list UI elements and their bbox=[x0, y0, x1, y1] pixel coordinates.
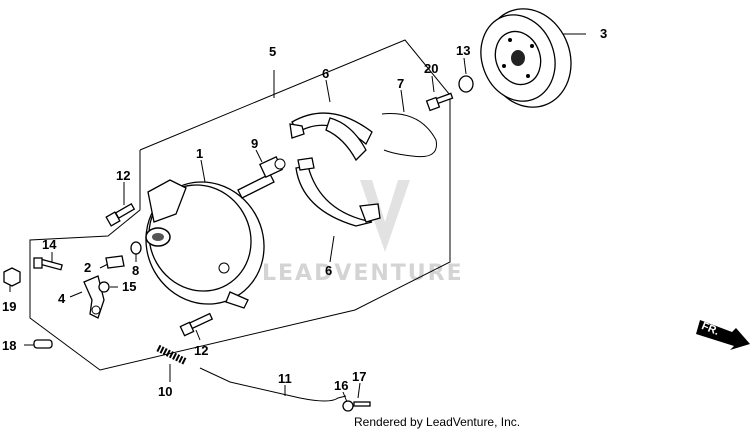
callout-6-upper: 6 bbox=[322, 66, 329, 81]
nut-19 bbox=[3, 267, 21, 287]
brake-panel bbox=[145, 179, 265, 309]
pin-18 bbox=[33, 339, 53, 349]
callout-8: 8 bbox=[132, 263, 139, 278]
bolt-lower bbox=[179, 312, 214, 337]
callout-12-lower: 12 bbox=[194, 343, 208, 358]
watermark-logo-icon bbox=[360, 180, 410, 252]
nut-15 bbox=[98, 281, 110, 293]
callout-labels: 1 2 3 4 5 6 6 7 8 9 10 11 12 12 13 14 15… bbox=[2, 26, 607, 399]
rod-joint bbox=[342, 400, 354, 412]
callout-3: 3 bbox=[600, 26, 607, 41]
brake-shoe-upper bbox=[289, 112, 373, 162]
brake-cam bbox=[237, 155, 286, 199]
wear-indicator bbox=[105, 255, 125, 269]
shoe-spring bbox=[381, 113, 437, 158]
callout-4: 4 bbox=[58, 291, 66, 306]
callout-10: 10 bbox=[158, 384, 172, 399]
brake-drum bbox=[480, 8, 572, 108]
cotter-pin bbox=[353, 401, 371, 407]
front-direction-arrow: FR. bbox=[696, 320, 750, 350]
seal bbox=[130, 241, 142, 255]
callout-1: 1 bbox=[196, 146, 203, 161]
callout-2: 2 bbox=[84, 260, 91, 275]
callout-17: 17 bbox=[352, 369, 366, 384]
callout-9: 9 bbox=[251, 136, 258, 151]
return-spring bbox=[156, 344, 188, 366]
callout-15: 15 bbox=[122, 279, 136, 294]
callout-16: 16 bbox=[334, 378, 348, 393]
callout-19: 19 bbox=[2, 299, 16, 314]
washer bbox=[458, 75, 474, 93]
callout-20: 20 bbox=[424, 61, 438, 76]
callout-6-lower: 6 bbox=[325, 263, 332, 278]
callout-14: 14 bbox=[42, 237, 57, 252]
bolt-14 bbox=[33, 257, 63, 271]
brake-shoe-lower bbox=[295, 157, 381, 227]
callout-11: 11 bbox=[278, 371, 292, 386]
render-credit: Rendered by LeadVenture, Inc. bbox=[354, 415, 520, 429]
bolt-20 bbox=[425, 92, 454, 112]
watermark-text: LEADVENTURE bbox=[262, 261, 464, 286]
watermark: LEADVENTURE bbox=[262, 180, 464, 286]
callout-7: 7 bbox=[397, 76, 404, 91]
callout-5: 5 bbox=[269, 44, 276, 59]
assembly-outline bbox=[29, 39, 451, 371]
brake-rod bbox=[199, 367, 347, 402]
callout-18: 18 bbox=[2, 338, 16, 353]
bolt-upper bbox=[105, 203, 136, 227]
leader-lines bbox=[9, 33, 586, 403]
callout-13: 13 bbox=[456, 43, 470, 58]
callout-12-upper: 12 bbox=[116, 168, 130, 183]
